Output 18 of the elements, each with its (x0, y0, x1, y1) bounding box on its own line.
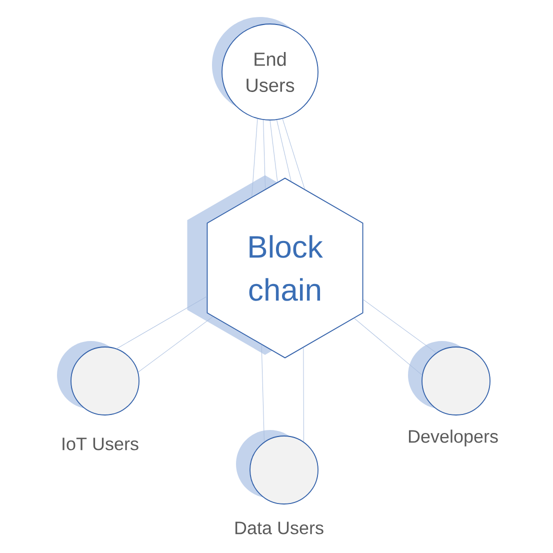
circle-node (236, 430, 318, 504)
circle-node (408, 341, 490, 416)
connector-line (138, 316, 214, 372)
connector-line (354, 318, 422, 376)
connector-line (282, 118, 305, 190)
circle-node: End Users (212, 17, 318, 120)
node-label: Developers (408, 430, 498, 446)
connector-line (303, 347, 304, 442)
connector-line (276, 120, 292, 182)
connector-line (252, 118, 258, 198)
connector-line (263, 120, 266, 190)
hexagon-node: Block chain (187, 175, 364, 358)
node-label: Data Users (235, 522, 324, 534)
connector-line (362, 299, 436, 354)
node-label: IoT Users (62, 438, 138, 450)
circle-node (57, 341, 140, 416)
connector-line (116, 296, 208, 349)
connector-line (270, 120, 278, 182)
